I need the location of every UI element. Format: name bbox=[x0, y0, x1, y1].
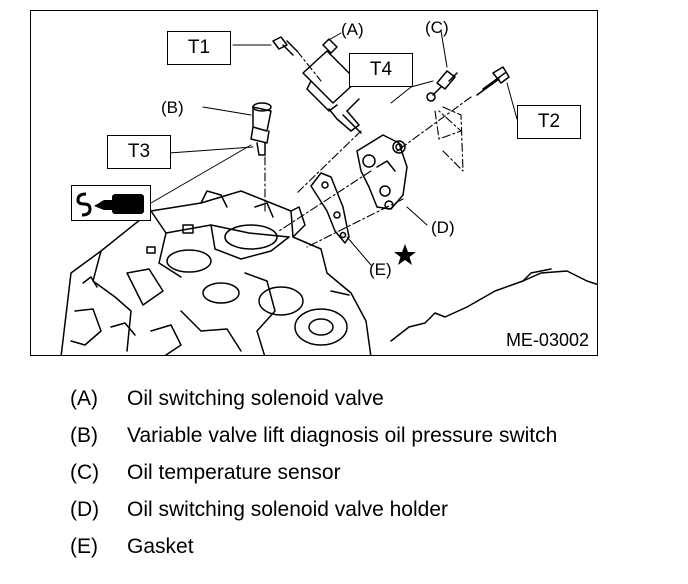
figure-id-label: ME-03002 bbox=[505, 330, 589, 350]
solenoid-valve-drawing bbox=[302, 38, 362, 134]
legend-key: (B) bbox=[70, 424, 98, 447]
torque-label-t3: T3 bbox=[107, 135, 171, 169]
legend-text: Gasket bbox=[127, 535, 194, 558]
diagram-artwork bbox=[60, 30, 597, 355]
callout-c: (C) bbox=[425, 18, 449, 37]
torque-label-t1: T1 bbox=[167, 31, 231, 65]
pressure-switch-drawing bbox=[250, 102, 272, 156]
bolt-t2-drawing bbox=[476, 66, 510, 96]
hose-outline bbox=[390, 270, 597, 342]
sealant-icon bbox=[71, 185, 151, 221]
callout-a: (A) bbox=[341, 20, 364, 39]
valve-holder-drawing bbox=[356, 134, 408, 210]
callout-e: (E) bbox=[369, 260, 392, 279]
legend-key: (C) bbox=[70, 461, 100, 484]
bolt-t1-drawing bbox=[272, 36, 298, 56]
legend-text: Oil switching solenoid valve holder bbox=[127, 498, 448, 521]
cylinder-head-drawing bbox=[60, 190, 372, 355]
temp-sensor-drawing bbox=[426, 70, 458, 102]
legend-text: Oil switching solenoid valve bbox=[127, 387, 384, 410]
legend-text: Oil temperature sensor bbox=[127, 461, 341, 484]
legend-text: Variable valve lift diagnosis oil pressu… bbox=[127, 424, 558, 447]
leader-lines bbox=[150, 30, 518, 266]
torque-label-t2: T2 bbox=[517, 105, 581, 139]
legend-key: (A) bbox=[70, 387, 98, 410]
callout-b: (B) bbox=[161, 98, 184, 117]
exploded-diagram: T1 T4 T2 T3 (A) (B) (C) (D) (E) ME-03002 bbox=[30, 10, 598, 356]
alignment-lines bbox=[264, 50, 472, 248]
callout-d: (D) bbox=[431, 218, 455, 237]
star-icon bbox=[393, 243, 417, 267]
legend-key: (D) bbox=[70, 498, 100, 521]
gasket-drawing bbox=[310, 172, 350, 244]
legend-key: (E) bbox=[70, 535, 98, 558]
torque-label-t4: T4 bbox=[349, 53, 413, 87]
